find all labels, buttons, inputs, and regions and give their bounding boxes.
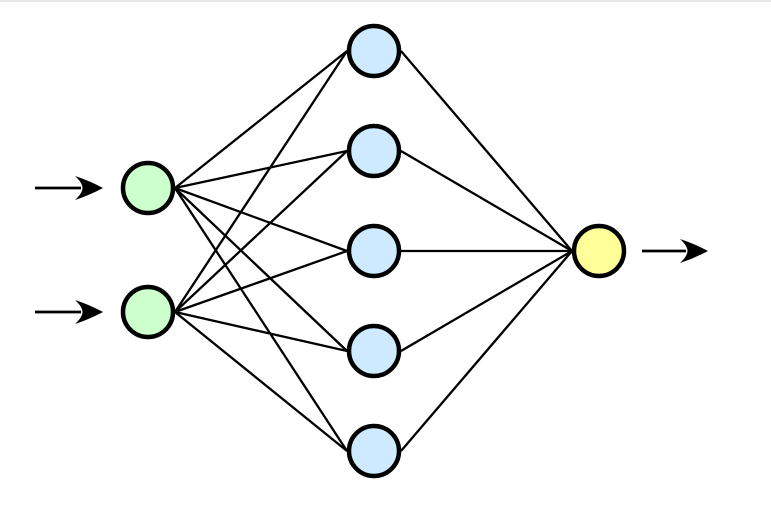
edge-h5-out xyxy=(400,250,573,452)
edge-in2-h4 xyxy=(174,310,348,353)
edge-in1-h2 xyxy=(174,149,348,190)
edge-in1-h4 xyxy=(174,187,348,352)
hidden-node-5 xyxy=(346,423,402,479)
edge-h2-out xyxy=(400,150,573,252)
hidden-node-3 xyxy=(346,223,402,279)
input-arrow-2-head xyxy=(75,300,103,324)
edge-in1-h1 xyxy=(174,50,348,189)
hidden-node-2 xyxy=(346,123,402,179)
hidden-node-1 xyxy=(346,23,402,79)
output-node xyxy=(571,223,627,279)
edge-in1-h5 xyxy=(174,187,348,452)
edge-in2-h2 xyxy=(174,150,348,313)
edge-in2-h5 xyxy=(174,311,348,452)
edge-h1-out xyxy=(400,50,573,252)
window-top-border xyxy=(0,0,771,2)
edge-in1-h3 xyxy=(174,186,348,253)
input-node-1 xyxy=(120,160,176,216)
edge-in2-h3 xyxy=(174,249,348,314)
output-arrow-head xyxy=(680,239,708,263)
input-arrow-1-head xyxy=(75,176,103,200)
edge-in2-h1 xyxy=(174,50,348,313)
input-node-2 xyxy=(120,284,176,340)
edge-h4-out xyxy=(400,250,573,352)
hidden-node-4 xyxy=(346,323,402,379)
